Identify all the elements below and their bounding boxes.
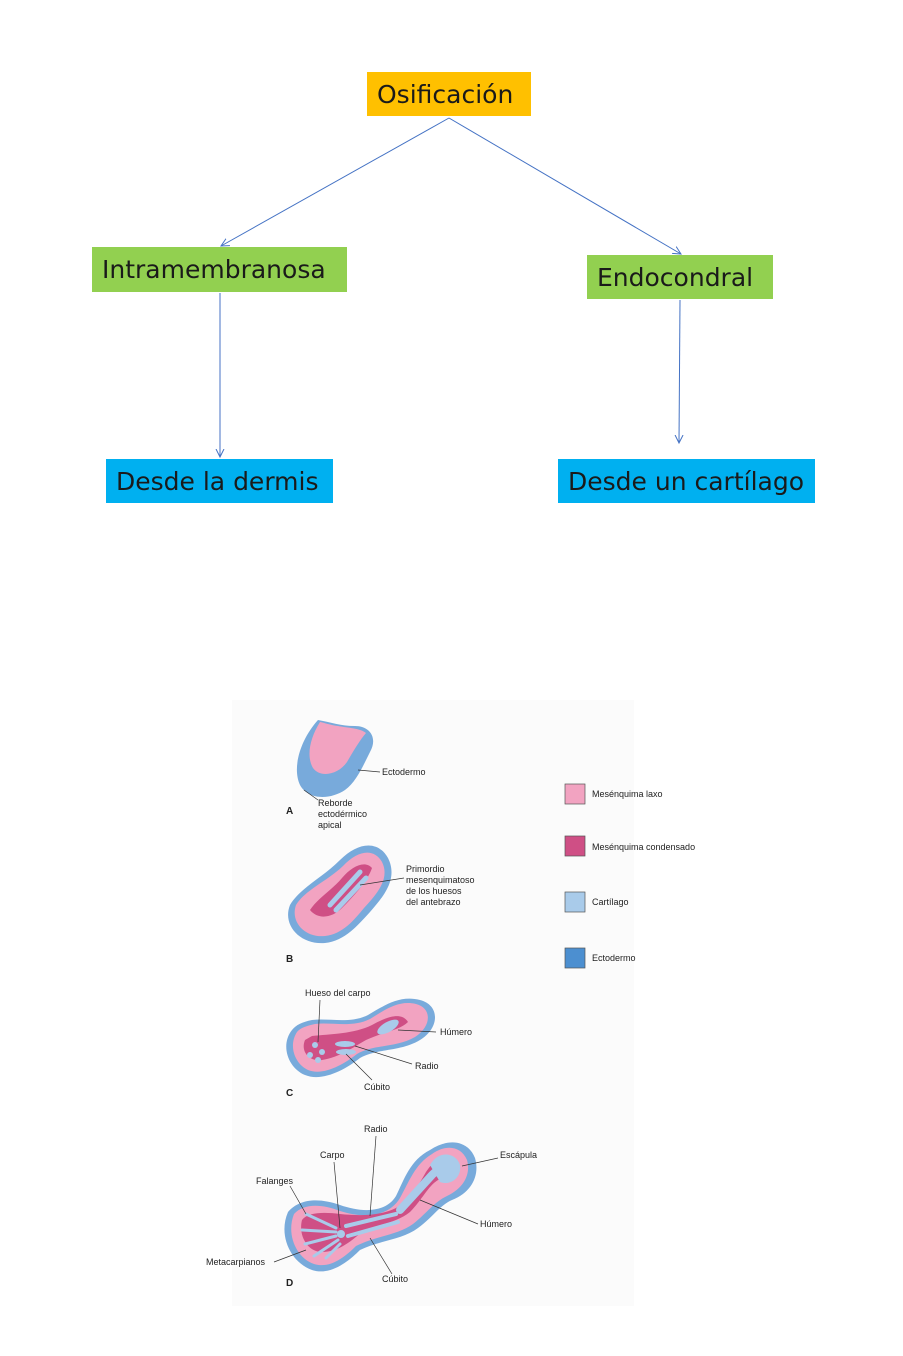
panel-b: Primordio mesenquimatoso de los huesos d… bbox=[286, 845, 475, 965]
panel-d-radio-cartilage bbox=[344, 1212, 398, 1228]
node-osificacion: Osificación bbox=[367, 72, 531, 116]
arrow-endocondral-to-cartilago bbox=[679, 299, 680, 443]
panel-b-mesenchyme bbox=[294, 852, 385, 937]
panel-d-ectoderm bbox=[284, 1142, 477, 1272]
panel-c-carpal-2 bbox=[319, 1049, 325, 1055]
panel-c-carpal-1 bbox=[312, 1042, 318, 1048]
panel-c-ectoderm bbox=[286, 998, 435, 1078]
panel-c-mesenchyme bbox=[292, 1003, 428, 1072]
label-c-radio: Radio bbox=[415, 1061, 439, 1071]
label-c-carpo: Hueso del carpo bbox=[305, 988, 371, 998]
panel-c-radio-cartilage bbox=[335, 1041, 355, 1047]
label-c-humero: Húmero bbox=[440, 1027, 472, 1037]
arrow-root-to-endocondral bbox=[448, 117, 681, 254]
panel-d-cubito-cartilage bbox=[346, 1220, 400, 1238]
label-b-prim-4: del antebrazo bbox=[406, 897, 461, 907]
legend-swatch-mesenquima-laxo bbox=[564, 783, 586, 805]
label-d-metacarpianos: Metacarpianos bbox=[206, 1257, 266, 1267]
panel-d-mesenchyme bbox=[291, 1147, 469, 1266]
legend-label-ectodermo: Ectodermo bbox=[592, 953, 636, 963]
legend-swatch-mesenquima-condensado bbox=[564, 835, 586, 857]
panel-c-condensed bbox=[303, 1016, 408, 1061]
panel-c-letter: C bbox=[286, 1088, 293, 1099]
panel-b-letter: B bbox=[286, 954, 293, 965]
label-d-cubito: Cúbito bbox=[382, 1274, 408, 1284]
node-desde-la-dermis: Desde la dermis bbox=[106, 459, 333, 503]
legend-label-cartilago: Cartílago bbox=[592, 897, 629, 907]
label-d-escapula: Escápula bbox=[500, 1150, 537, 1160]
label-c-cubito: Cúbito bbox=[364, 1082, 390, 1092]
label-d-radio: Radio bbox=[364, 1124, 388, 1134]
label-d-carpo: Carpo bbox=[320, 1150, 345, 1160]
panel-a-mesenchyme bbox=[309, 722, 366, 774]
legend-swatch-cartilago bbox=[564, 891, 586, 913]
label-d-falanges: Falanges bbox=[256, 1176, 294, 1186]
panel-c-cubito-cartilage bbox=[336, 1049, 356, 1055]
panel-d-escapula-cartilage bbox=[430, 1154, 461, 1184]
label-b-prim-2: mesenquimatoso bbox=[406, 875, 475, 885]
arrow-root-to-intramembranosa bbox=[221, 117, 450, 246]
panel-d-condensed bbox=[301, 1155, 455, 1252]
panel-d-humero-cartilage bbox=[396, 1158, 450, 1214]
panel-d-letter: D bbox=[286, 1278, 293, 1289]
legend: Mesénquima laxo Mesénquima condensado Ca… bbox=[564, 783, 695, 969]
panel-b-primordia bbox=[327, 869, 369, 913]
legend-label-mesenquima-condensado: Mesénquima condensado bbox=[592, 842, 695, 852]
label-a-reborde-2: ectodérmico bbox=[318, 809, 367, 819]
panel-d: Radio Carpo Escápula Falanges Húmero Met… bbox=[206, 1124, 537, 1289]
panel-c-humero-cartilage bbox=[377, 1019, 399, 1035]
node-endocondral: Endocondral bbox=[587, 255, 773, 299]
label-b-prim-3: de los huesos bbox=[406, 886, 462, 896]
legend-swatch-ectodermo bbox=[564, 947, 586, 969]
label-a-reborde-3: apical bbox=[318, 820, 342, 830]
panel-d-carpo-cartilage bbox=[337, 1230, 345, 1238]
legend-label-mesenquima-laxo: Mesénquima laxo bbox=[592, 789, 663, 799]
label-a-ectodermo: Ectodermo bbox=[382, 767, 426, 777]
tree-connectors bbox=[0, 117, 903, 560]
panel-c: Hueso del carpo Húmero Radio Cúbito C bbox=[286, 988, 472, 1099]
panel-b-condensed bbox=[310, 864, 372, 917]
panel-d-digits bbox=[300, 1212, 342, 1260]
label-a-reborde-1: Reborde bbox=[318, 798, 353, 808]
panel-c-carpal-4 bbox=[315, 1057, 321, 1063]
panel-c-carpal-3 bbox=[307, 1052, 313, 1058]
figure-background bbox=[232, 700, 634, 1306]
node-intramembranosa: Intramembranosa bbox=[92, 247, 347, 292]
panel-b-ectoderm bbox=[288, 845, 392, 944]
label-d-humero: Húmero bbox=[480, 1219, 512, 1229]
panel-a-letter: A bbox=[286, 806, 293, 817]
label-b-prim-1: Primordio bbox=[406, 864, 445, 874]
panel-a-ectoderm bbox=[296, 720, 374, 797]
panel-a: Ectodermo Reborde ectodérmico apical A bbox=[286, 720, 426, 830]
node-desde-un-cartilago: Desde un cartílago bbox=[558, 459, 815, 503]
